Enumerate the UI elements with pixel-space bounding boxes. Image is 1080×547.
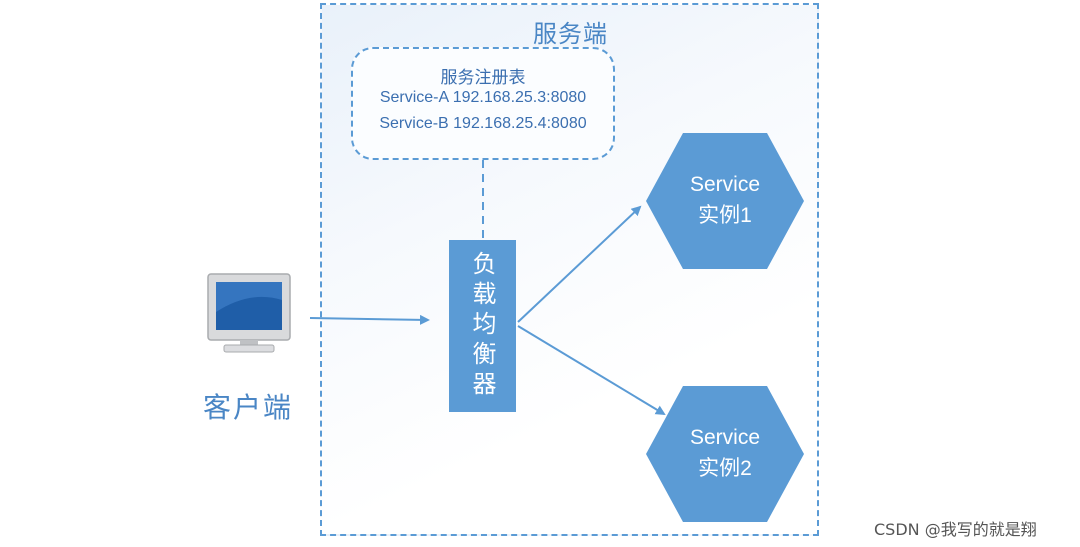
- instance2-hexagon: [646, 386, 804, 522]
- load-balancer-label: 负载均衡器: [468, 251, 496, 401]
- computer-icon: [207, 273, 291, 353]
- load-balancer: 负载均衡器: [449, 240, 516, 412]
- instance1-label: Service 实例1: [646, 169, 804, 231]
- registry-entry: Service-A 192.168.25.3:8080: [379, 89, 587, 106]
- instance2-label: Service 实例2: [646, 422, 804, 484]
- registry-title: 服务注册表: [440, 68, 526, 88]
- instance1-name: Service: [689, 173, 761, 196]
- client-arrow: [309, 314, 430, 325]
- client-label: 客户端: [203, 391, 294, 424]
- server-title: 服务端: [533, 20, 608, 48]
- instance2-subtitle: 实例2: [698, 457, 752, 480]
- service-registry: 服务注册表 Service-A 192.168.25.3:8080 Servic…: [351, 47, 615, 160]
- instance1-hexagon: [646, 133, 804, 269]
- watermark: CSDN @我写的就是翔: [874, 520, 1037, 539]
- instance1-subtitle: 实例1: [698, 204, 752, 227]
- registry-entry: Service-B 192.168.25.4:8080: [379, 115, 587, 132]
- instance1-arrow: [517, 205, 642, 323]
- instance2-arrow: [517, 325, 666, 416]
- instance2-name: Service: [689, 426, 761, 449]
